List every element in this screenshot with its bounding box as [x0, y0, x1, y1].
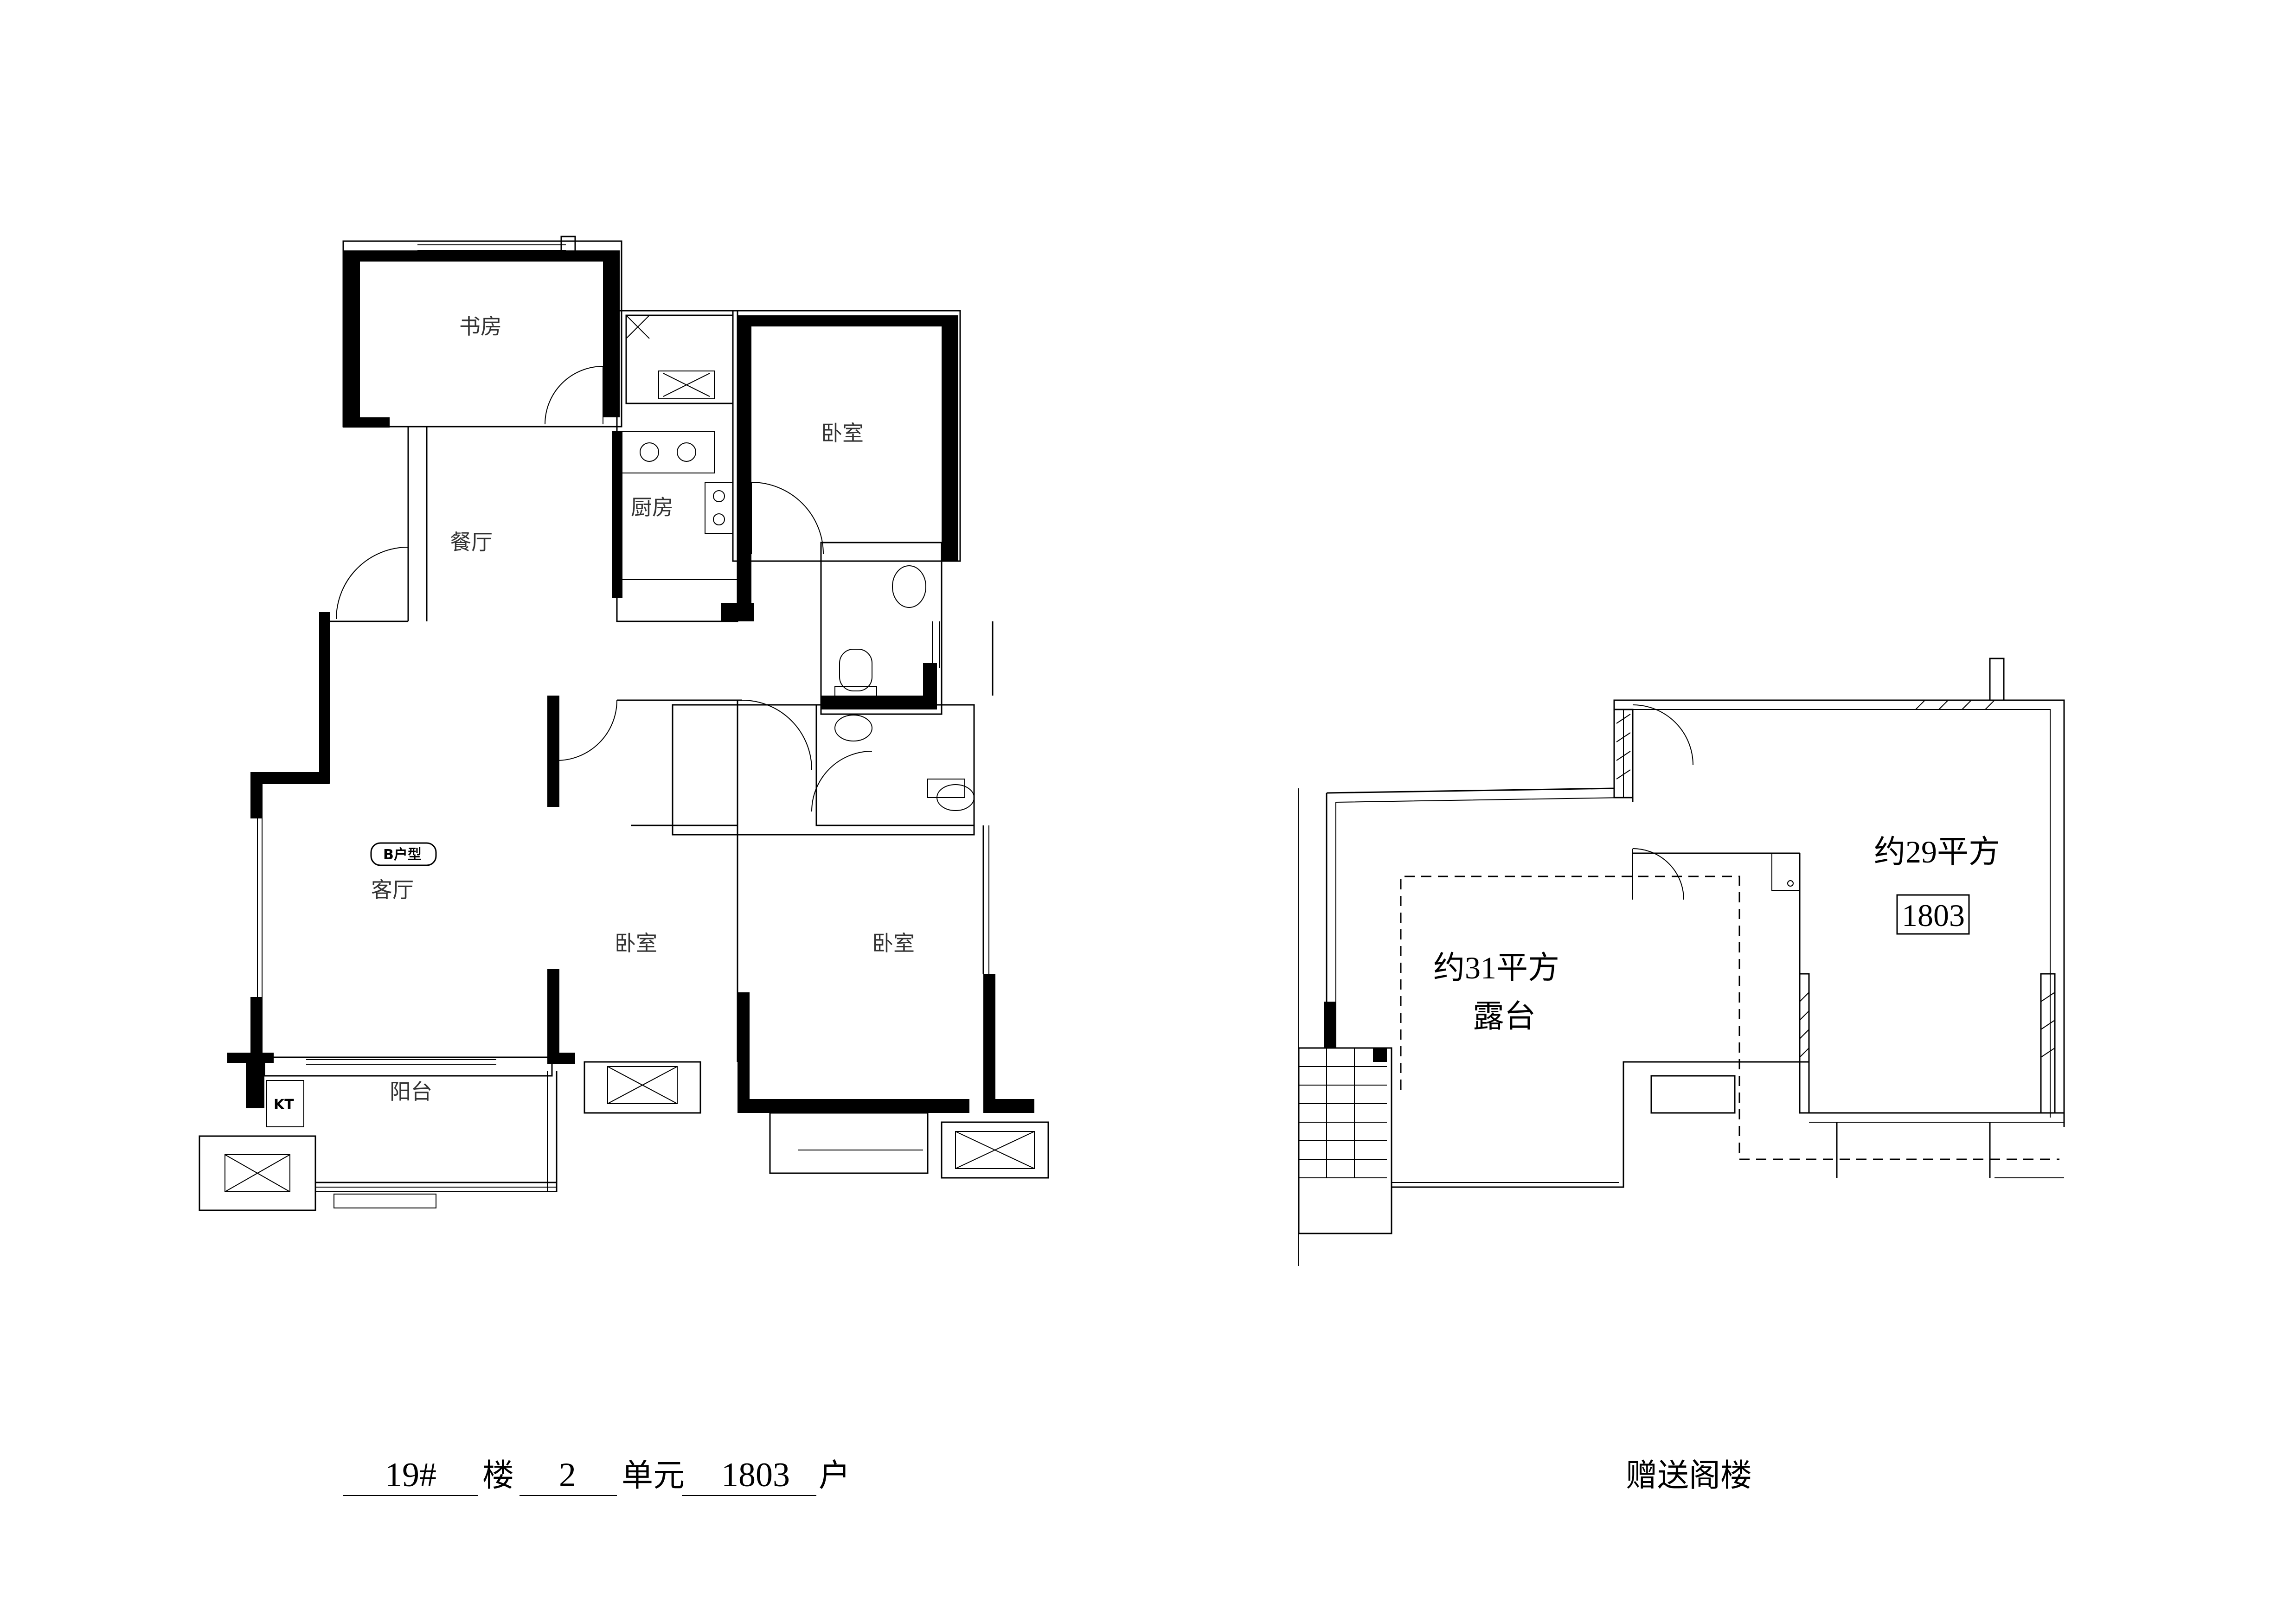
label-dining: 餐厅 [450, 530, 493, 555]
balcony: KT [199, 1056, 558, 1211]
bedroom-se [672, 700, 1034, 1113]
label-study: 书房 [459, 314, 502, 339]
ac-label: KT [274, 1097, 294, 1113]
caption-building-word: 楼 [482, 1457, 514, 1494]
main-floor-plan: KT B户型 书房 餐厅 厨房 卧室 客厅 卧室 卧室 阳台 [199, 236, 1049, 1211]
terrace-label: 露台 [1473, 999, 1536, 1034]
caption-attic: 赠送阁楼 [1626, 1457, 1752, 1494]
label-balcony: 阳台 [390, 1079, 432, 1104]
bedroom-ne [732, 310, 961, 617]
attic-plan: 约29平方 1803 约31平方 露台 [1298, 658, 2065, 1266]
caption-building: 19# [385, 1456, 436, 1494]
unit-number: 1803 [1902, 898, 1965, 933]
label-bedroom-ne: 卧室 [821, 421, 864, 446]
bathroom-lower [811, 704, 975, 826]
caption-unit-address: 19# 楼 2 单元 1803 户 [343, 1456, 850, 1496]
unit-type-tag-box [370, 842, 437, 866]
label-bedroom-se: 卧室 [872, 931, 915, 956]
kitchen-room [612, 310, 754, 622]
caption-unit-word: 单元 [622, 1457, 685, 1494]
caption-room-word: 户 [819, 1457, 850, 1494]
stair-steps [1299, 1048, 1387, 1178]
label-kitchen: 厨房 [631, 495, 673, 520]
ac-units [584, 621, 1049, 1179]
caption-unit: 2 [559, 1456, 576, 1494]
label-living: 客厅 [371, 877, 414, 902]
terrace-area-label: 约31平方 [1433, 950, 1559, 985]
unit-type-tag: B户型 [383, 847, 422, 863]
unit-number-box [1896, 894, 1970, 935]
bedroom-mid [547, 696, 742, 1064]
living-room [227, 612, 408, 1108]
label-bedroom-mid: 卧室 [615, 931, 657, 956]
attic-area-label: 约29平方 [1874, 834, 2000, 869]
bathroom-upper [820, 542, 943, 715]
caption-room-no: 1803 [721, 1456, 790, 1494]
dining-room [336, 427, 428, 621]
